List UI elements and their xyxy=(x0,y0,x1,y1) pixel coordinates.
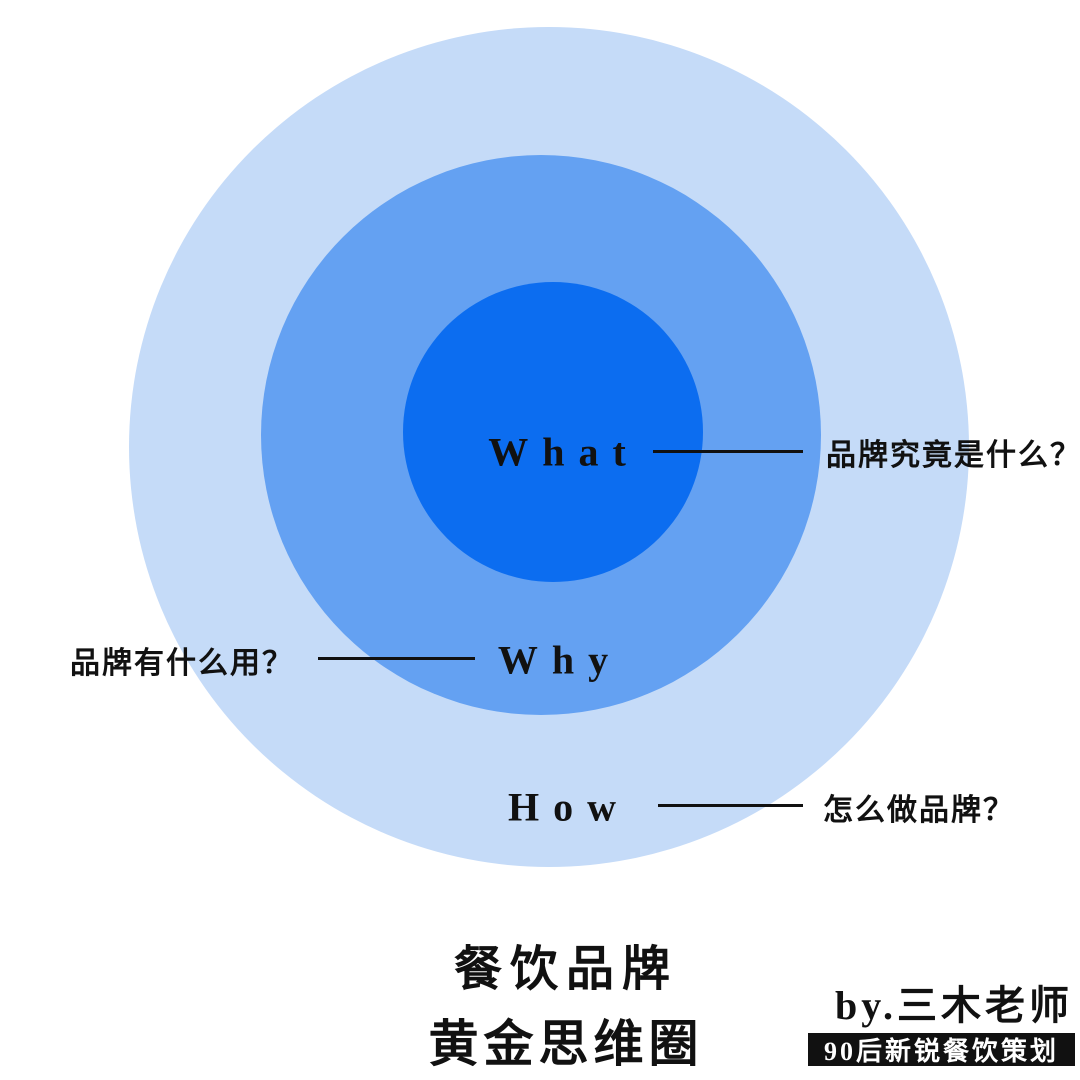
what-label: What xyxy=(488,429,640,475)
author-tagline-text: 90后新锐餐饮策划 xyxy=(823,1037,1059,1066)
title-line-2: 黄金思维圈 xyxy=(428,1016,704,1072)
author-byline: by.三木老师 xyxy=(834,983,1073,1028)
what-annotation: 品牌究竟是什么？ xyxy=(826,439,1080,472)
how-connector-line xyxy=(658,804,803,807)
how-label: How xyxy=(508,784,630,830)
why-annotation: 品牌有什么用？ xyxy=(70,647,294,680)
title-line-1: 餐饮品牌 xyxy=(453,943,678,996)
diagram-title: 餐饮品牌 黄金思维圈 xyxy=(428,943,704,1072)
why-label: Why xyxy=(497,637,623,683)
how-annotation: 怎么做品牌？ xyxy=(823,794,1015,827)
why-connector-line xyxy=(318,657,475,660)
what-circle xyxy=(403,282,703,582)
author-tagline-badge: 90后新锐餐饮策划 xyxy=(808,1033,1075,1066)
what-connector-line xyxy=(653,450,803,453)
